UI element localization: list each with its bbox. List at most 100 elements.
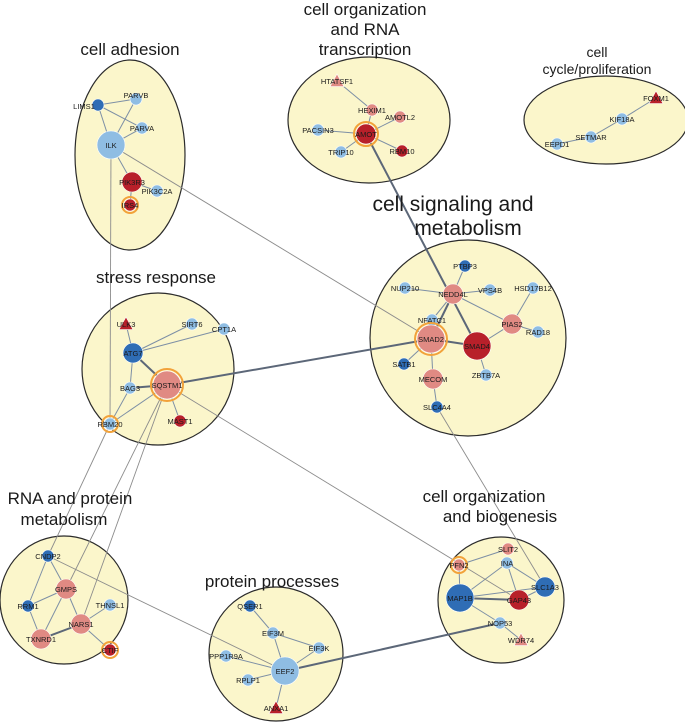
node-satb1: SATB1 [392,357,416,371]
node-label: CNDP2 [35,552,60,561]
edge-eif3m-eif3k [272,632,320,649]
node-marker [266,626,280,640]
node-ptbp3: PTBP3 [453,259,477,273]
node-marker [123,381,137,395]
node-irs4: IRS4 [121,196,139,214]
node-slc1a3: SLC1A3 [531,576,559,598]
node-marker [121,171,143,193]
node-label: GMPS [55,585,77,594]
node-marker [648,90,664,104]
node-label: EEPD1 [545,140,570,149]
node-label: HEXIM1 [358,106,386,115]
node-label: PIAS2 [501,320,522,329]
node-marker [103,643,117,657]
node-marker [483,283,497,297]
node-label: SLC4A4 [423,403,451,412]
node-label: HSD17B12 [514,284,552,293]
node-label: VPS4B [478,286,502,295]
node-label: PTBP3 [453,262,477,271]
title-rna-protein-1: RNA and protein [8,489,133,508]
node-qser1: QSER1 [237,599,263,613]
node-label: FOXM1 [643,94,669,103]
node-label: RRM1 [17,602,38,611]
node-marker [150,184,164,198]
node-pik3r3: PIK3R3 [119,171,145,193]
node-eepd1: EEPD1 [545,137,570,151]
node-label: SATB1 [392,360,415,369]
node-marker [152,370,182,400]
node-label: NOP53 [488,619,513,628]
node-parva: PARVA [130,121,154,135]
node-kif18a: KIF18A [609,112,635,126]
node-rplp1: RPLP1 [236,673,260,687]
node-gap43: GAP43 [507,589,531,611]
node-label: SLIT2 [498,545,518,554]
node-ctif: CTIF [101,641,119,659]
node-marker [185,317,199,331]
node-layer: LIMS1PARVBPARVAILKPIK3R3PIK3C2AIRS4HTATS… [17,73,669,714]
edge-rbm20-cndp2 [47,423,111,557]
node-gmps: GMPS [55,578,77,600]
node-marker [462,331,492,361]
node-marker [122,342,144,364]
node-marker [70,613,92,635]
node-wdr74: WDR74 [508,632,534,646]
node-pacsin3: PACSIN3 [302,123,334,137]
node-ring [121,196,139,214]
node-label: CTIF [102,646,119,655]
node-label: PIK3C2A [142,187,173,196]
node-marker [334,145,348,159]
node-label: AMOT [355,130,377,139]
edge-ilk-smad2 [110,144,432,340]
cluster-rna-protein [0,535,129,665]
node-label: ATG7 [123,349,142,358]
node-marker [268,700,284,714]
node-label: ANXA1 [264,704,289,713]
node-marker [41,549,55,563]
node-marker [508,589,530,611]
title-cell-cycle-1: cell [586,44,607,60]
node-label: PIK3R3 [119,178,145,187]
node-nfatc1: NFATC1 [418,313,446,327]
title-cell-signaling-2: metabolism [414,217,521,240]
node-label: RPLP1 [236,676,260,685]
node-nars1: NARS1 [68,613,94,635]
title-rna-transcription-1: cell organization [304,0,427,19]
node-sqstm1: SQSTM1 [150,368,184,402]
node-label: PARVA [130,124,154,133]
node-rbm20: RBM20 [97,415,123,433]
edge-slc4a4-slc1a3 [436,406,546,588]
edge-sirt6-atg7 [132,323,193,354]
title-cell-signaling-1: cell signaling and [372,193,533,216]
node-pias2: PIAS2 [501,313,523,335]
node-label: SMAD2 [418,335,444,344]
node-ina: INA [500,556,514,570]
node-label: ULK3 [117,320,136,329]
node-eef2: EEF2 [270,656,300,686]
edge-ilk-rbm20 [109,144,112,425]
cluster-cell-cycle [523,75,685,165]
edge-amot-smad4 [365,133,478,347]
node-marker [173,414,187,428]
node-label: MAST1 [167,417,192,426]
node-nop53: NOP53 [488,616,513,630]
node-marker [445,583,475,613]
title-rna-protein-2: metabolism [21,510,108,529]
node-label: THNSL1 [96,601,125,610]
node-label: SQSTM1 [152,381,183,390]
node-label: BAG3 [120,384,140,393]
node-vps4b: VPS4B [478,283,502,297]
node-pik3c2a: PIK3C2A [142,184,173,198]
node-ulk3: ULK3 [117,316,136,330]
node-marker [395,144,409,158]
node-marker [365,103,379,117]
node-label: AMOTL2 [385,113,415,122]
node-label: NEDD4L [438,290,468,299]
node-label: PFN2 [449,561,468,570]
node-ring [450,556,468,574]
node-label: LIMS1 [73,102,95,111]
node-thnsl1: THNSL1 [96,598,125,612]
edge-cndp2-rrm1 [27,555,49,607]
node-amot: AMOT [353,121,379,147]
